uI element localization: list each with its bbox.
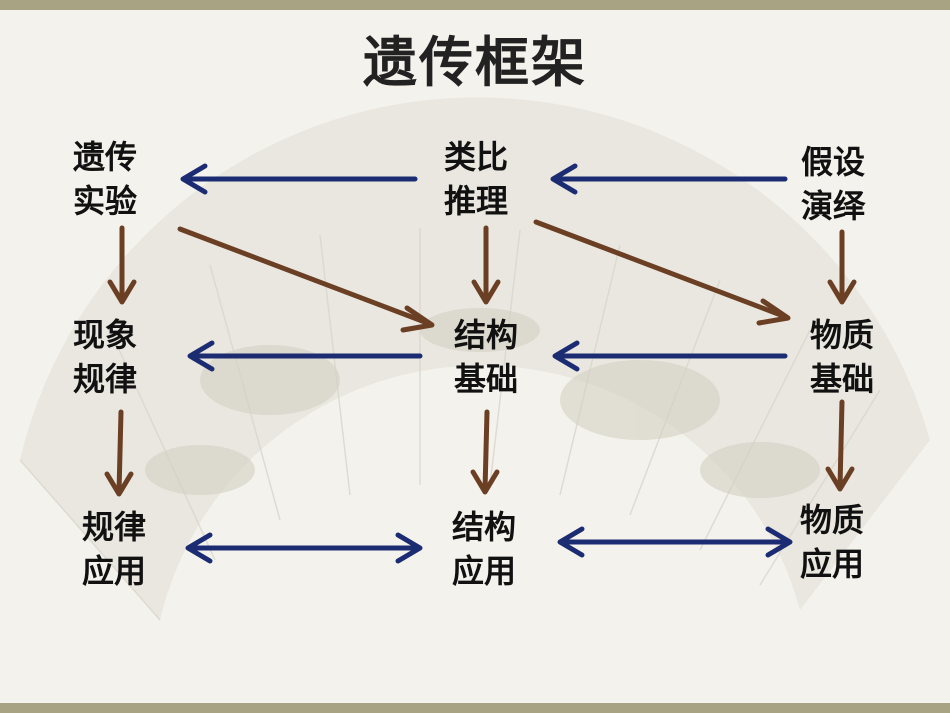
arrow-structure-to-phenomenon [187,340,423,372]
node-line: 结构 [451,508,516,546]
node-line: 类比 [443,138,508,176]
node-analogy-reasoning: 类比 推理 [411,135,541,223]
node-genetic-experiment: 遗传 实验 [40,135,170,223]
arrow-structure-material-application [557,526,793,558]
node-line: 基础 [453,360,518,398]
top-bar [0,0,950,10]
arrow-analogy-to-material [533,219,791,326]
node-line: 演绎 [800,187,865,225]
arrow-hypothesis-to-analogy [550,163,788,195]
node-line: 实验 [72,182,137,220]
node-material-application: 物质 应用 [767,498,897,586]
arrow-law-structure-application [185,532,423,564]
node-structure-application: 结构 应用 [419,505,549,593]
arrow-analogy-to-experiment [180,163,418,195]
node-line: 基础 [809,360,874,398]
node-line: 假设 [800,143,865,181]
node-line: 结构 [453,316,518,354]
node-line: 推理 [443,182,508,220]
node-hypothesis-deduction: 假设 演绎 [768,140,898,228]
node-line: 遗传 [72,138,137,176]
node-line: 物质 [809,316,874,354]
node-material-basis: 物质 基础 [777,313,907,401]
page-title: 遗传框架 [363,31,587,94]
node-line: 物质 [799,501,864,539]
node-line: 应用 [451,552,516,590]
arrow-experiment-down [107,225,137,305]
arrow-material-basis-down [825,399,855,492]
node-line: 应用 [81,552,146,590]
node-phenomenon-law: 现象 规律 [40,313,170,401]
arrow-experiment-to-structure [177,226,435,333]
arrow-hypothesis-down [827,229,857,305]
arrow-analogy-down [471,225,501,305]
arrow-phenomenon-down [104,409,134,497]
node-line: 现象 [72,316,137,354]
arrow-material-to-structure [552,340,788,372]
bottom-bar [0,703,950,713]
node-law-application: 规律 应用 [49,505,179,593]
node-line: 规律 [72,360,137,398]
arrow-structure-basis-down [470,409,500,495]
node-line: 应用 [799,545,864,583]
node-line: 规律 [81,508,146,546]
node-structure-basis: 结构 基础 [421,313,551,401]
